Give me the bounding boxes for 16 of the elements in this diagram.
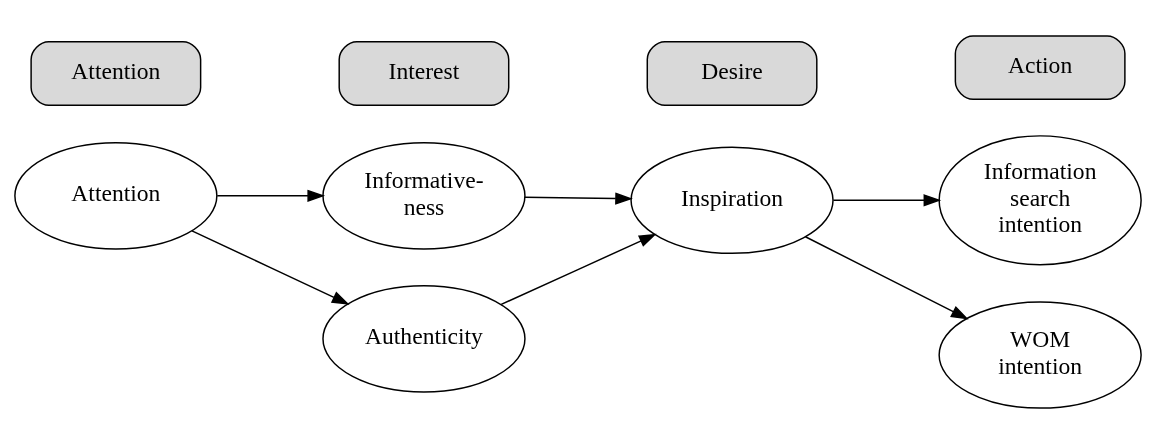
arrow xyxy=(804,235,969,320)
node-ellipse: Information search intention xyxy=(938,134,1142,265)
arrow xyxy=(500,233,657,305)
arrow xyxy=(832,193,942,206)
arrow xyxy=(524,191,633,205)
node-box: Interest xyxy=(338,40,510,106)
node-ellipse: Authenticity xyxy=(322,284,526,393)
node-box: Action xyxy=(954,34,1126,100)
arrow xyxy=(191,229,350,305)
node-ellipse: Informative- ness xyxy=(322,141,526,250)
node-box: Attention xyxy=(30,40,202,106)
arrow xyxy=(216,189,326,202)
node-box: Desire xyxy=(646,40,818,106)
node-ellipse: WOM intention xyxy=(938,300,1142,409)
node-ellipse: Attention xyxy=(14,141,218,250)
node-ellipse: Inspiration xyxy=(630,145,834,254)
